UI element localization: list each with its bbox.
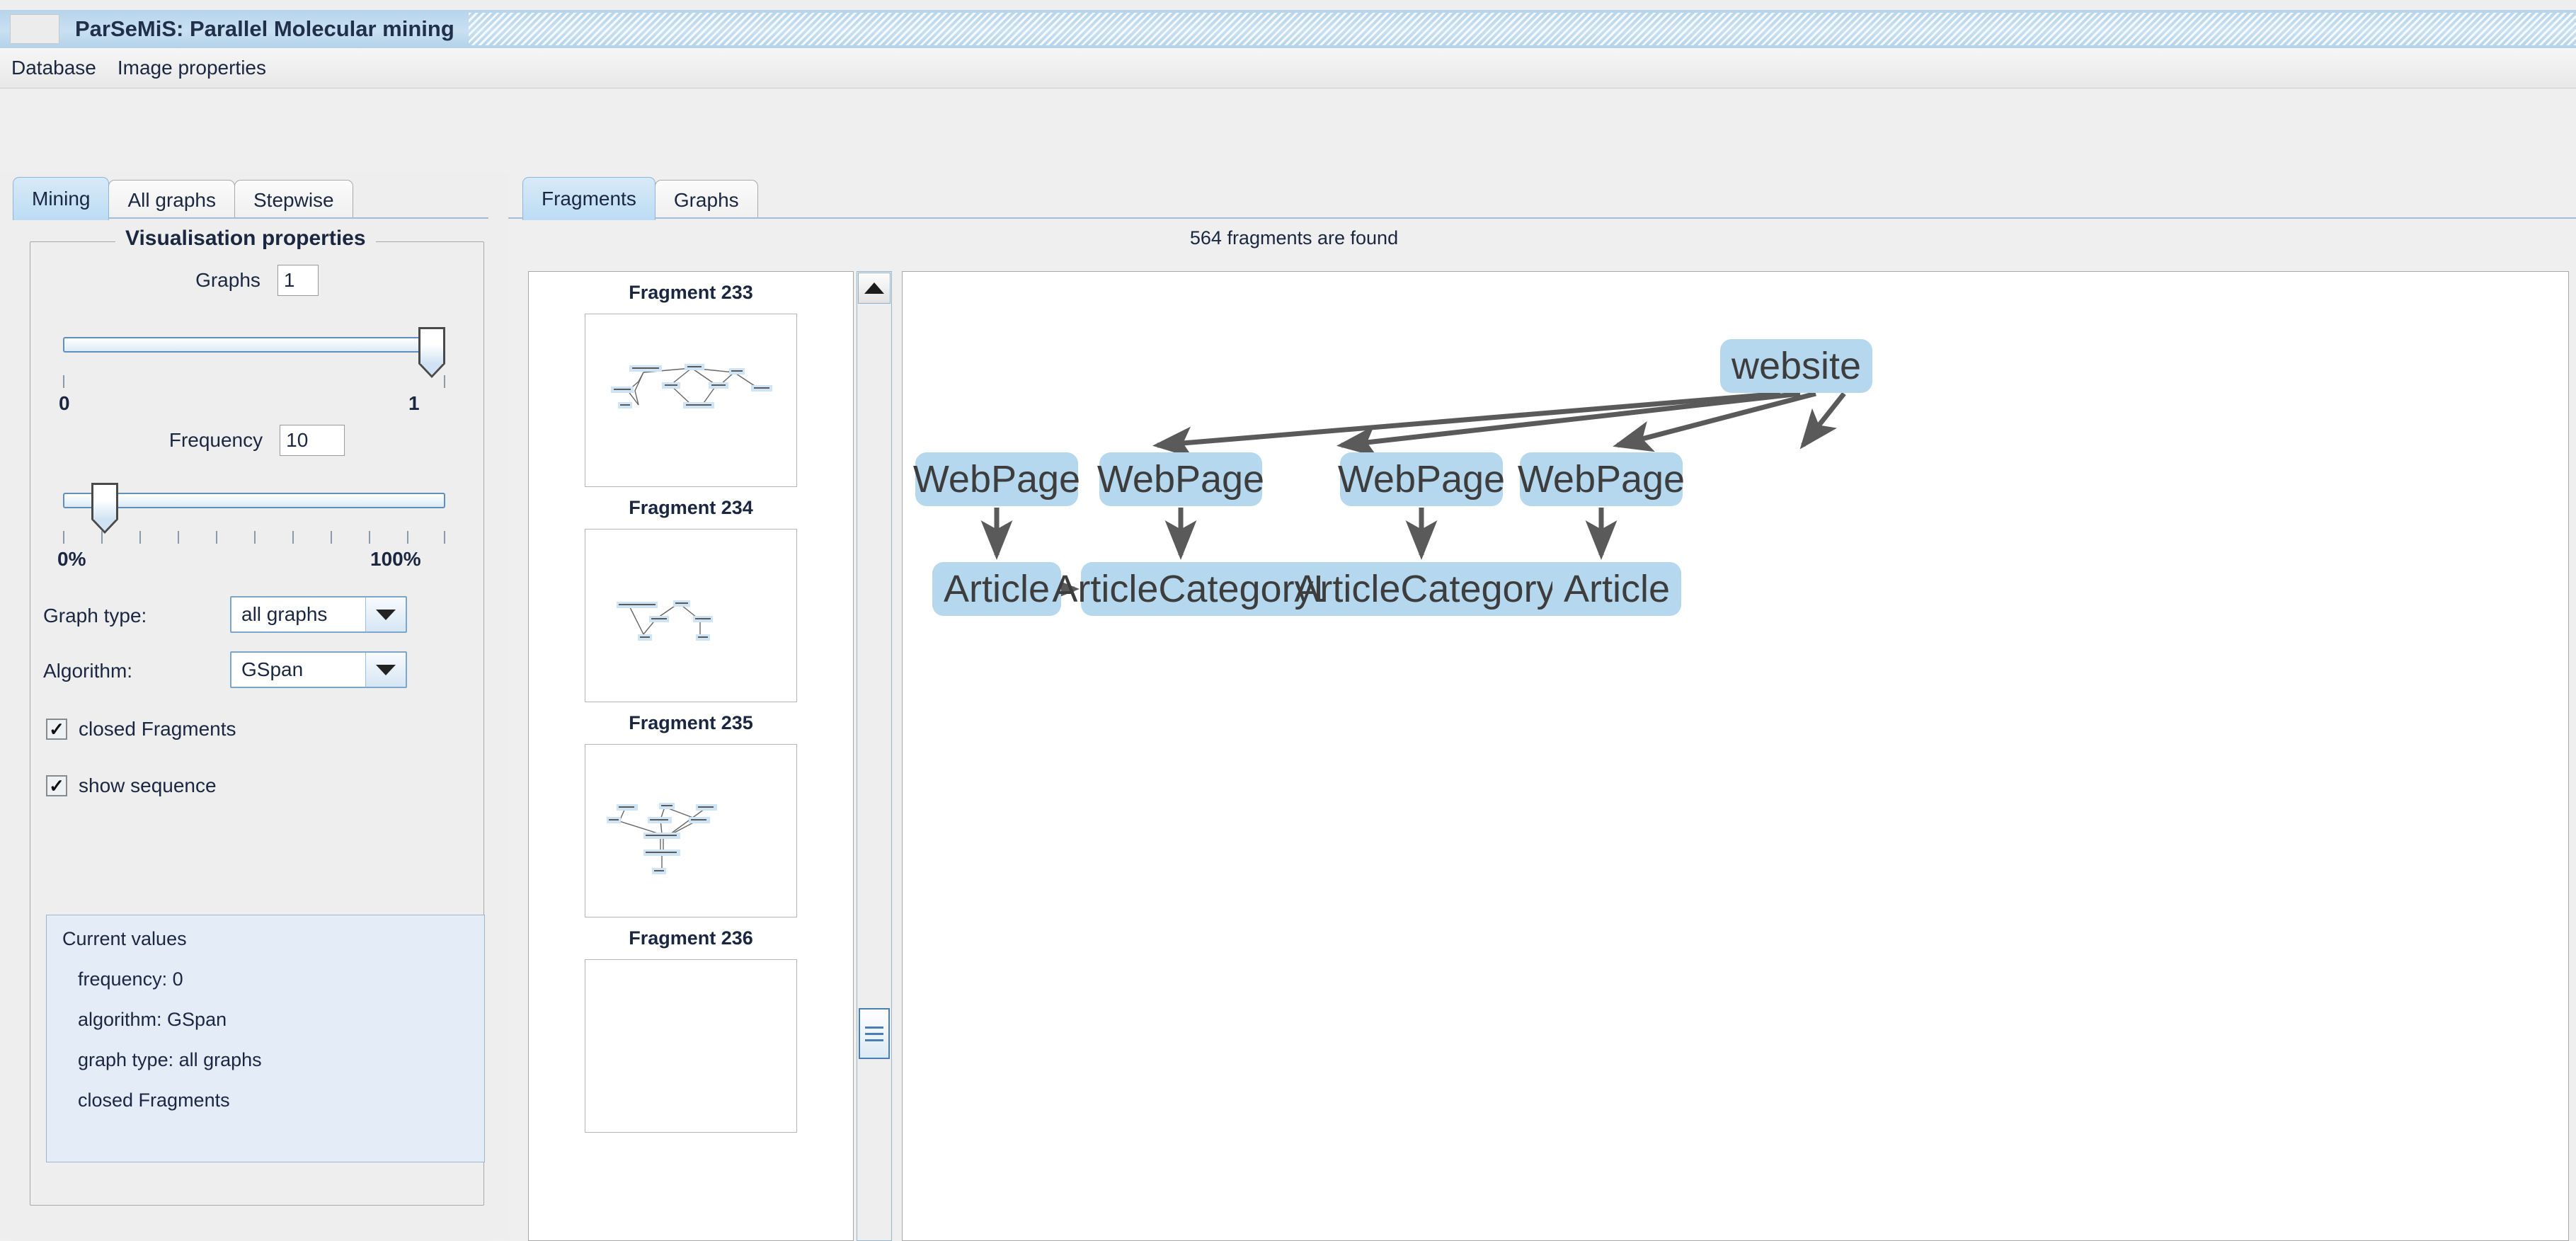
current-values-box: Current values frequency: 0 algorithm: G…	[46, 915, 485, 1162]
graphs-slider-knob[interactable]	[418, 327, 445, 378]
closed-fragments-checkbox-row[interactable]: ✓ closed Fragments	[46, 718, 236, 740]
tab-mining[interactable]: Mining	[13, 177, 110, 220]
checkbox-icon[interactable]: ✓	[46, 775, 67, 796]
current-values-title: Current values	[62, 928, 187, 949]
window-title: ParSeMiS: Parallel Molecular mining	[75, 16, 454, 41]
current-value-graph-type: graph type: all graphs	[78, 1049, 262, 1070]
fragment-thumbnail[interactable]	[585, 314, 797, 487]
graph-edges	[980, 391, 1846, 605]
menu-bar: Database Image properties	[0, 48, 2576, 88]
graph-node[interactable]: WebPage	[1097, 452, 1264, 506]
fragment-list-scrollbar[interactable]	[857, 271, 892, 1241]
frequency-label: Frequency	[168, 429, 263, 451]
graph-type-value: all graphs	[231, 597, 365, 631]
frequency-slider-knob[interactable]	[91, 483, 118, 534]
show-sequence-label: show sequence	[79, 774, 217, 796]
checkbox-icon[interactable]: ✓	[46, 719, 67, 740]
algorithm-label: Algorithm:	[43, 660, 133, 682]
visualisation-properties-group: Visualisation properties Graphs 1 0 1	[30, 227, 485, 1206]
list-item[interactable]: Fragment 235	[529, 702, 853, 917]
title-bar: ParSeMiS: Parallel Molecular mining	[0, 10, 2576, 48]
current-value-frequency: frequency: 0	[78, 968, 183, 990]
tab-all-graphs[interactable]: All graphs	[108, 180, 235, 220]
fragment-thumbnail[interactable]	[585, 959, 797, 1133]
graph-type-row: Graph type:	[30, 605, 483, 627]
algorithm-value: GSpan	[231, 653, 365, 687]
fragments-tab-content: 564 fragments are found Fragment 233	[508, 217, 2576, 1241]
graph-type-combo[interactable]: all graphs	[230, 596, 407, 633]
scrollbar-thumb[interactable]	[859, 1008, 890, 1059]
right-panel: Fragments Graphs 564 fragments are found…	[508, 173, 2576, 1241]
frequency-slider-min-label: 0%	[57, 548, 86, 570]
fragments-found-status: 564 fragments are found	[1189, 227, 1399, 248]
closed-fragments-label: closed Fragments	[79, 718, 236, 740]
fragment-title: Fragment 236	[629, 927, 753, 949]
chevron-down-icon[interactable]	[365, 653, 406, 687]
frequency-slider-ticks	[63, 531, 445, 545]
graphs-slider[interactable]	[63, 327, 445, 378]
graph-node[interactable]: Article	[1552, 562, 1681, 616]
graphs-slider-ticks	[63, 375, 445, 389]
tab-fragments[interactable]: Fragments	[522, 177, 656, 220]
frequency-row: Frequency 10	[30, 425, 483, 456]
tab-graphs[interactable]: Graphs	[654, 180, 758, 220]
graph-node[interactable]: Article	[932, 562, 1061, 616]
graph-node[interactable]: WebPage	[1518, 452, 1685, 506]
left-tab-bar: Mining All graphs Stepwise	[13, 173, 353, 220]
frequency-input[interactable]: 10	[280, 425, 345, 456]
graph-node[interactable]: WebPage	[913, 452, 1080, 506]
menu-item-database[interactable]: Database	[11, 57, 96, 79]
graphs-slider-max-label: 1	[408, 392, 420, 414]
graph-node[interactable]: website	[1720, 339, 1872, 393]
current-value-algorithm: algorithm: GSpan	[78, 1009, 227, 1030]
frequency-slider[interactable]	[63, 483, 445, 534]
mining-tab-content: Visualisation properties Graphs 1 0 1	[13, 217, 488, 1241]
window-icon	[10, 14, 59, 44]
algorithm-row: Algorithm:	[30, 660, 483, 682]
graphs-input[interactable]: 1	[277, 265, 319, 296]
frequency-slider-track[interactable]	[63, 493, 445, 508]
list-item[interactable]: Fragment 236	[529, 917, 853, 1133]
left-panel: Mining All graphs Stepwise Visualisation…	[0, 173, 499, 1241]
graph-node[interactable]: ArticleCategoryList	[1052, 562, 1373, 616]
list-item[interactable]: Fragment 233	[529, 272, 853, 487]
fragment-title: Fragment 235	[629, 712, 753, 733]
frequency-slider-max-label: 100%	[370, 548, 421, 570]
fragment-list[interactable]: Fragment 233	[528, 271, 854, 1241]
show-sequence-checkbox-row[interactable]: ✓ show sequence	[46, 774, 217, 797]
fragment-thumbnail[interactable]	[585, 529, 797, 702]
chevron-down-icon[interactable]	[365, 597, 406, 631]
fragment-title: Fragment 234	[629, 497, 753, 518]
list-item[interactable]: Fragment 234	[529, 487, 853, 702]
menu-item-image-properties[interactable]: Image properties	[117, 57, 266, 79]
graphs-slider-min-label: 0	[59, 392, 70, 414]
title-bar-hatch[interactable]	[468, 13, 2576, 45]
graph-type-label: Graph type:	[43, 605, 147, 627]
graphs-slider-track[interactable]	[63, 337, 445, 353]
graphs-label: Graphs	[195, 269, 261, 291]
triangle-up-icon[interactable]	[858, 273, 891, 304]
toolbar-area	[0, 88, 2576, 173]
tab-stepwise[interactable]: Stepwise	[234, 180, 353, 220]
fragment-thumbnail[interactable]	[585, 744, 797, 917]
graph-node[interactable]: WebPage	[1338, 452, 1505, 506]
visualisation-properties-title: Visualisation properties	[115, 227, 376, 251]
fragment-title: Fragment 233	[629, 282, 753, 303]
algorithm-combo[interactable]: GSpan	[230, 651, 407, 688]
current-value-closed-fragments: closed Fragments	[78, 1090, 230, 1111]
graph-canvas[interactable]: website WebPage WebPage WebPage WebPage …	[902, 271, 2569, 1241]
graph-node[interactable]: ArticleCategoryList	[1294, 562, 1615, 616]
right-tab-bar: Fragments Graphs	[522, 173, 758, 220]
graphs-row: Graphs 1	[30, 265, 483, 296]
